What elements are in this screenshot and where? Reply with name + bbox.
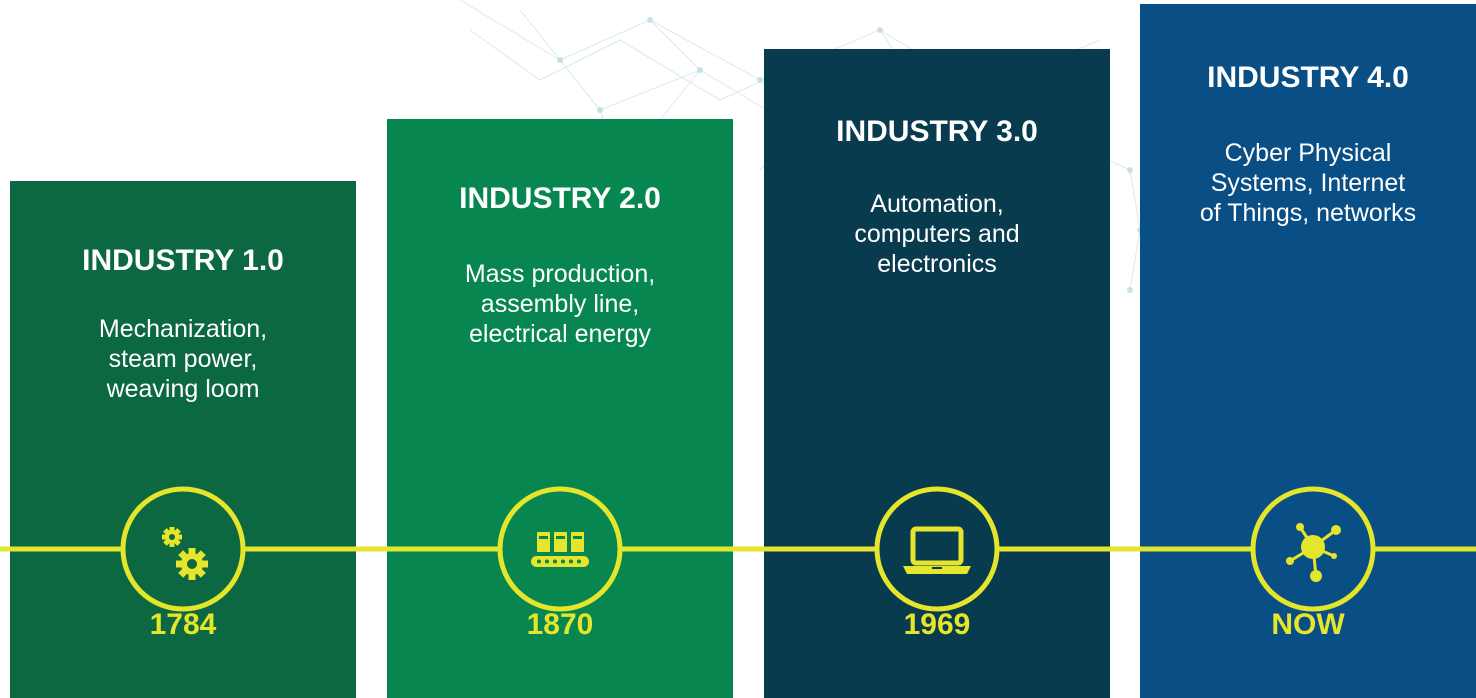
- stage-title: INDUSTRY 1.0: [82, 244, 284, 277]
- stage-title: INDUSTRY 3.0: [836, 115, 1038, 148]
- stage-year: 1784: [149, 608, 217, 641]
- stage-year: NOW: [1271, 608, 1345, 641]
- stage-year: 1870: [526, 608, 594, 641]
- stage-description: Mechanization,steam power,weaving loom: [98, 315, 268, 403]
- stage-description: Mass production,assembly line,electrical…: [464, 260, 656, 348]
- stage-title: INDUSTRY 2.0: [459, 182, 661, 215]
- stage-year: 1969: [903, 608, 971, 641]
- stage-panel-industry-2: INDUSTRY 2.0 Mass production,assembly li…: [387, 119, 733, 698]
- stage-title: INDUSTRY 4.0: [1207, 61, 1409, 94]
- stage-panel-industry-1: INDUSTRY 1.0 Mechanization,steam power,w…: [10, 181, 356, 698]
